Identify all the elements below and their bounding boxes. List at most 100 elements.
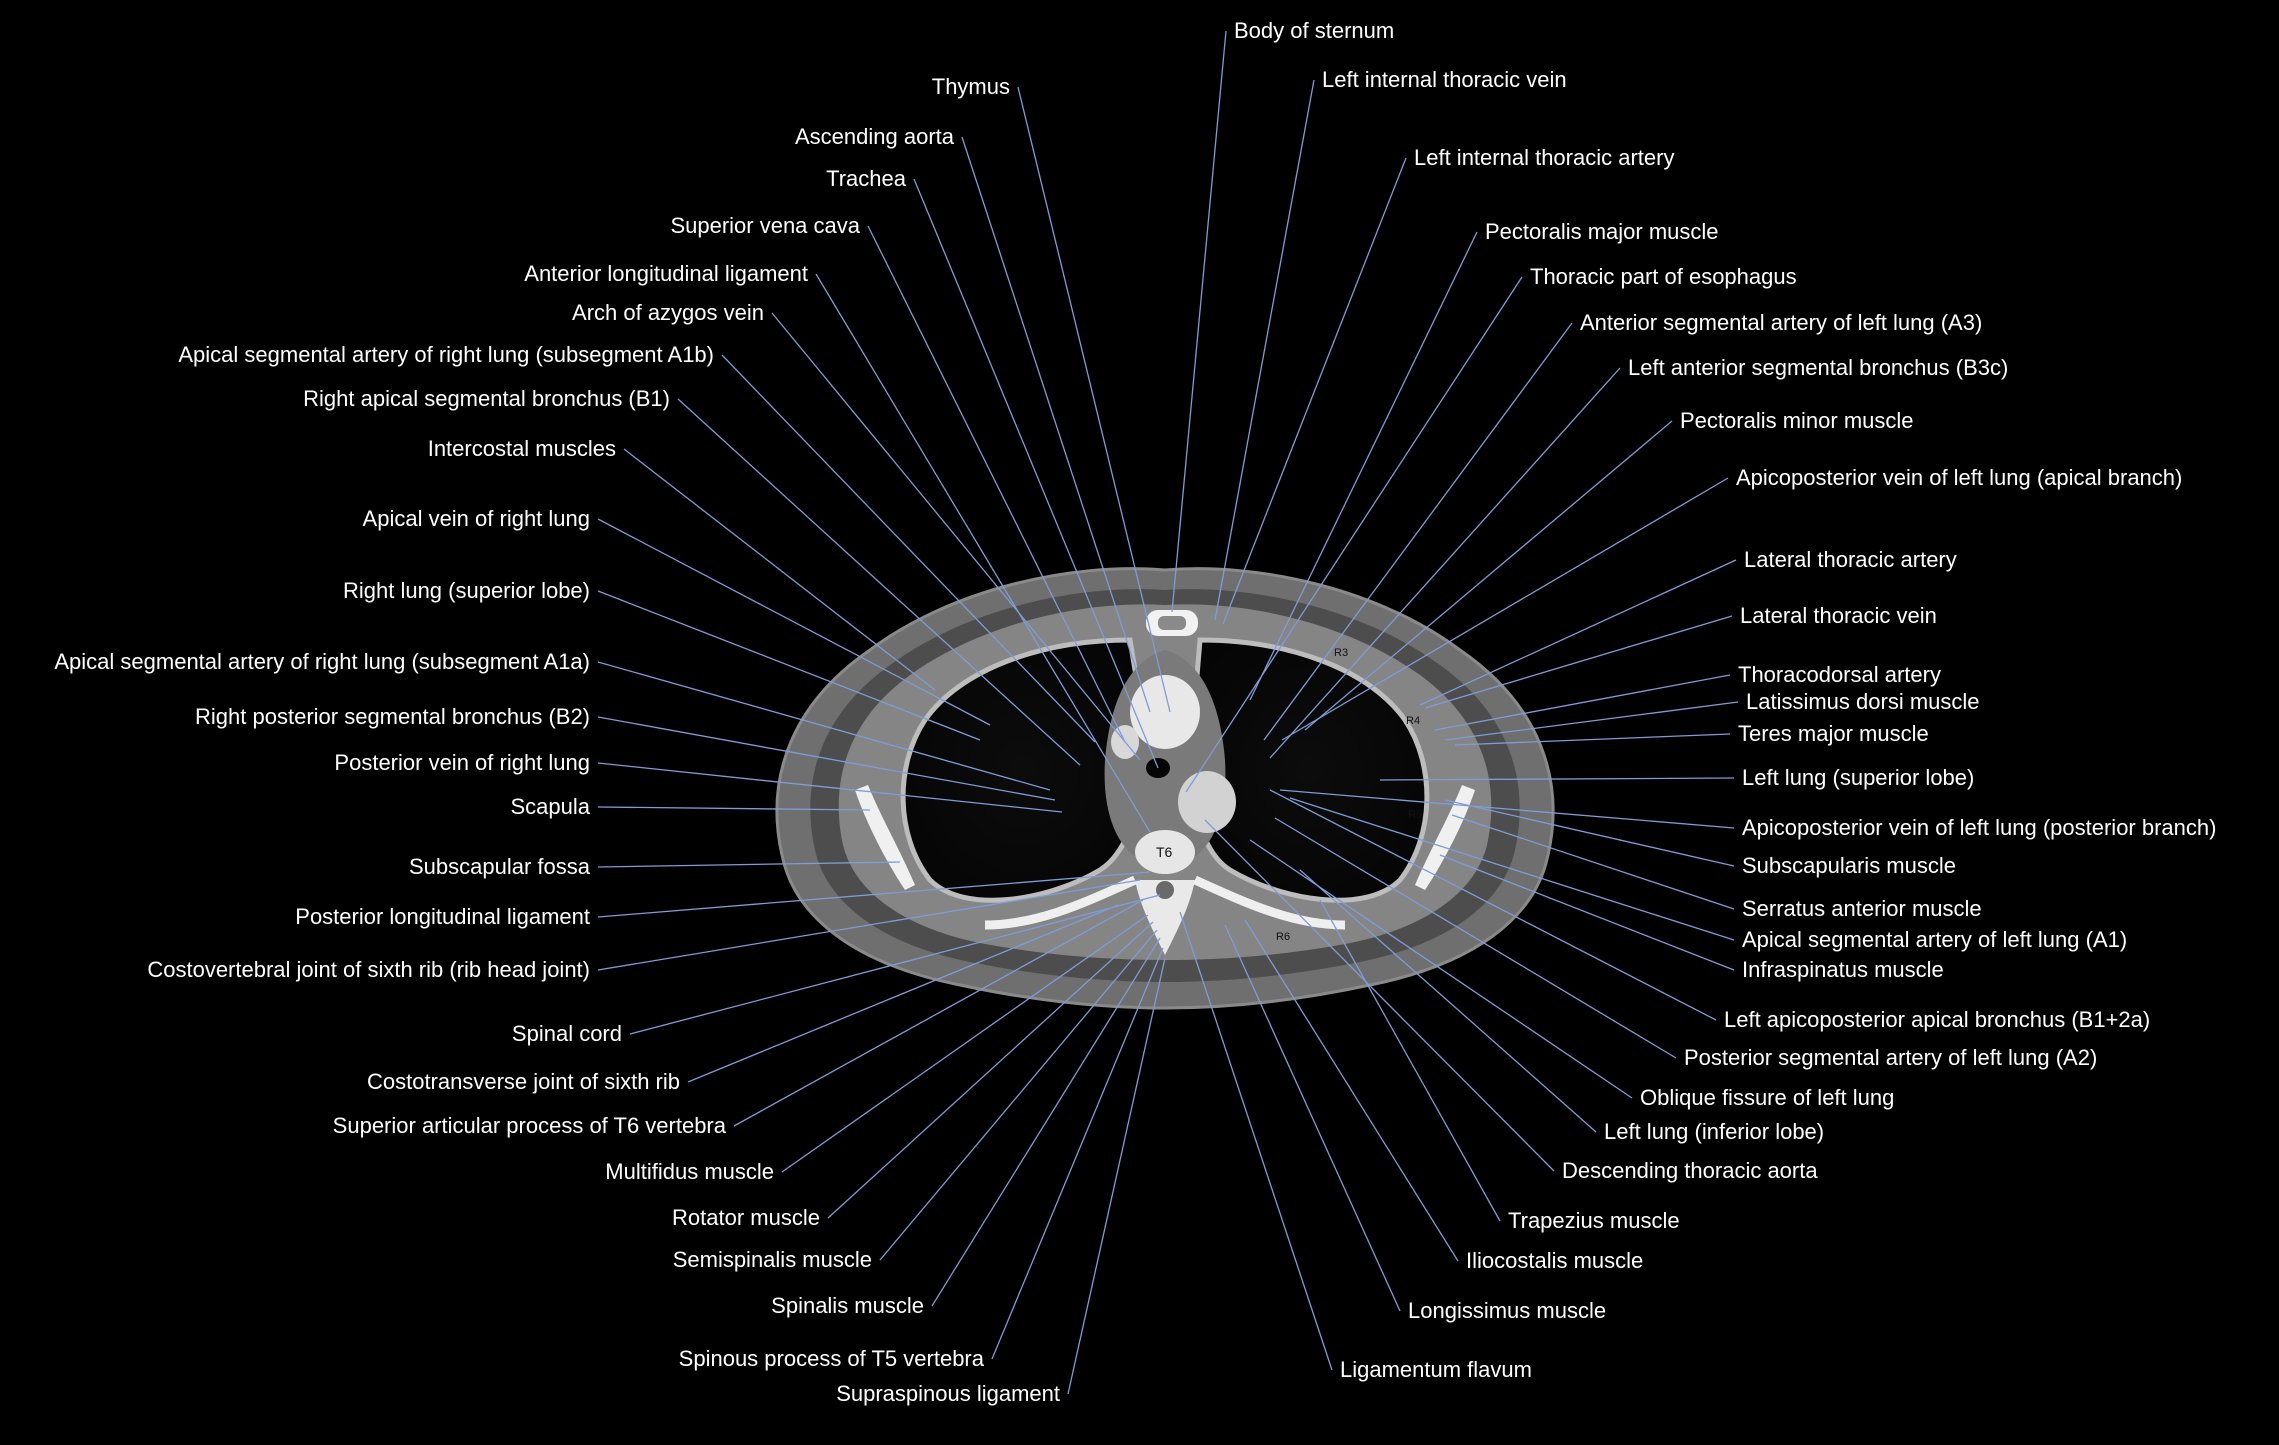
anatomy-label: Lateral thoracic vein bbox=[1740, 603, 1937, 628]
anatomy-label: Ascending aorta bbox=[795, 124, 955, 149]
leader-line bbox=[1279, 789, 1735, 829]
anatomy-label: Posterior segmental artery of left lung … bbox=[1684, 1045, 2097, 1070]
left-scapula-shape bbox=[1415, 785, 1475, 890]
leader-line bbox=[867, 225, 1126, 743]
leader-line bbox=[733, 899, 1144, 1127]
leader-line bbox=[1269, 367, 1621, 759]
leader-line bbox=[931, 937, 1161, 1307]
leader-line bbox=[1444, 799, 1735, 867]
anatomy-label: Scapula bbox=[510, 794, 590, 819]
leader-line bbox=[1319, 899, 1501, 1222]
leader-line bbox=[597, 518, 991, 726]
descending-aorta-shape bbox=[1178, 771, 1236, 833]
anatomy-label: Trachea bbox=[826, 166, 907, 191]
leader-line bbox=[597, 762, 1063, 813]
anatomy-label: Thoracodorsal artery bbox=[1738, 662, 1941, 687]
leader-line bbox=[1274, 817, 1677, 1059]
anatomy-label: Superior vena cava bbox=[670, 213, 860, 238]
anatomy-label: Descending thoracic aorta bbox=[1562, 1158, 1818, 1183]
anatomy-label: Ligamentum flavum bbox=[1340, 1357, 1532, 1382]
leader-line bbox=[597, 879, 1141, 971]
anatomy-label: Supraspinous ligament bbox=[836, 1381, 1060, 1406]
anatomy-label: Left lung (superior lobe) bbox=[1742, 765, 1974, 790]
leader-lines bbox=[597, 30, 1739, 1395]
anatomy-label: Apical segmental artery of left lung (A1… bbox=[1742, 927, 2127, 952]
anatomy-label: Apical segmental artery of right lung (s… bbox=[54, 649, 590, 674]
anatomy-label: Posterior vein of right lung bbox=[334, 750, 590, 775]
vertebra-tag: T6 bbox=[1156, 844, 1173, 860]
leader-line bbox=[1244, 919, 1459, 1262]
leader-line bbox=[623, 448, 936, 691]
anatomy-label: Iliocostalis muscle bbox=[1466, 1248, 1643, 1273]
leader-line bbox=[1281, 477, 1729, 741]
anatomy-label: Posterior longitudinal ligament bbox=[295, 904, 590, 929]
anatomy-label: Left anterior segmental bronchus (B3c) bbox=[1628, 355, 2008, 380]
leader-line bbox=[1269, 789, 1717, 1021]
leader-line bbox=[1224, 924, 1401, 1312]
leader-line bbox=[687, 904, 1119, 1083]
anatomy-label: Costovertebral joint of sixth rib (rib h… bbox=[147, 957, 590, 982]
leader-line bbox=[1419, 559, 1737, 706]
leader-line bbox=[597, 806, 871, 811]
leader-line bbox=[721, 354, 1096, 743]
leader-line bbox=[1249, 231, 1478, 701]
anatomy-label: Superior articular process of T6 vertebr… bbox=[333, 1113, 727, 1138]
anatomy-label: Anterior segmental artery of left lung (… bbox=[1580, 310, 1982, 335]
anatomy-label: Arch of azygos vein bbox=[572, 300, 764, 325]
leader-line bbox=[1185, 276, 1523, 793]
leader-line bbox=[1204, 819, 1555, 1172]
anatomy-label: Costotransverse joint of sixth rib bbox=[367, 1069, 680, 1094]
right-scapula-shape bbox=[855, 785, 915, 890]
ascending-aorta-shape bbox=[1130, 675, 1200, 749]
anatomy-label: Spinous process of T5 vertebra bbox=[679, 1346, 985, 1371]
anatomy-label: Oblique fissure of left lung bbox=[1640, 1085, 1894, 1110]
leader-line bbox=[879, 929, 1158, 1261]
anatomy-label: Longissimus muscle bbox=[1408, 1298, 1606, 1323]
anatomy-label: Apical vein of right lung bbox=[363, 506, 590, 531]
vertebral-body-shape bbox=[1135, 830, 1195, 874]
anatomy-label: Pectoralis minor muscle bbox=[1680, 408, 1914, 433]
anatomy-label: Rotator muscle bbox=[672, 1205, 820, 1230]
leader-line bbox=[1424, 615, 1733, 709]
leader-line bbox=[1299, 869, 1597, 1133]
anatomy-label: Left internal thoracic artery bbox=[1414, 145, 1674, 170]
leader-line bbox=[1444, 701, 1739, 741]
anatomy-label: Left internal thoracic vein bbox=[1322, 67, 1567, 92]
leader-line bbox=[597, 871, 1151, 918]
posterior-arch-shape bbox=[1135, 880, 1195, 955]
anatomy-label: Right lung (superior lobe) bbox=[343, 578, 590, 603]
anatomy-label: Multifidus muscle bbox=[605, 1159, 774, 1184]
anatomy-label: Intercostal muscles bbox=[428, 436, 616, 461]
leader-line bbox=[1067, 957, 1166, 1395]
leader-line bbox=[1451, 814, 1735, 910]
anatomy-label: Anterior longitudinal ligament bbox=[524, 261, 808, 286]
anatomy-label: Trapezius muscle bbox=[1508, 1208, 1680, 1233]
anatomy-label: Latissimus dorsi muscle bbox=[1746, 689, 1980, 714]
leader-line bbox=[1379, 777, 1735, 781]
rib-tag: R6 bbox=[1276, 931, 1290, 943]
anatomy-label: Right apical segmental bronchus (B1) bbox=[303, 386, 670, 411]
leader-line bbox=[597, 716, 1056, 801]
leader-line bbox=[991, 947, 1164, 1360]
leader-line bbox=[1249, 839, 1633, 1099]
leader-line bbox=[677, 398, 1081, 766]
leader-line bbox=[781, 914, 1149, 1173]
anatomy-label: Apicoposterior vein of left lung (poster… bbox=[1742, 815, 2216, 840]
anatomy-label: Thymus bbox=[932, 74, 1010, 99]
anatomy-label: Body of sternum bbox=[1234, 18, 1394, 43]
leader-line bbox=[815, 273, 1151, 833]
anatomy-label: Subscapular fossa bbox=[409, 854, 591, 879]
anatomy-label: Semispinalis muscle bbox=[673, 1247, 872, 1272]
anatomy-label: Apical segmental artery of right lung (s… bbox=[178, 342, 714, 367]
leader-line bbox=[629, 894, 1161, 1035]
leader-line bbox=[827, 921, 1154, 1219]
leader-line bbox=[597, 861, 901, 868]
leader-line bbox=[771, 312, 1141, 761]
leader-line bbox=[597, 661, 1051, 791]
leader-line bbox=[1434, 674, 1731, 731]
anatomy-label: Left lung (inferior lobe) bbox=[1604, 1119, 1824, 1144]
leader-line bbox=[1304, 420, 1673, 731]
leader-line bbox=[961, 136, 1151, 713]
